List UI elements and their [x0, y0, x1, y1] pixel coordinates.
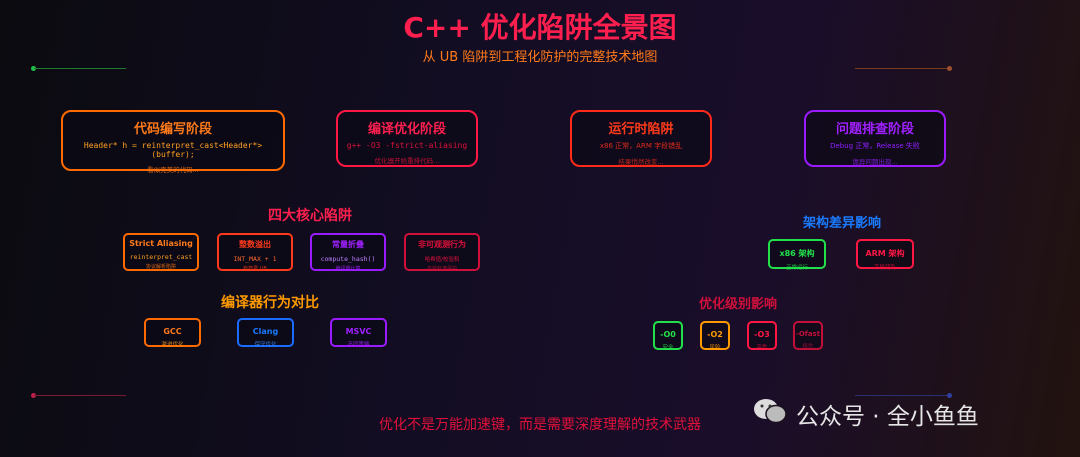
stage-title: 运行时陷阱	[608, 122, 674, 137]
trap-note: 编译期计算	[335, 266, 361, 272]
stage-title: 代码编写阶段	[133, 122, 212, 137]
compiler-title: GCC	[163, 327, 182, 336]
traps-title: 四大核心陷阱	[268, 208, 352, 224]
arch-note: 正常运行	[785, 265, 808, 271]
stage-code: x86 正常，ARM 字段错乱	[599, 142, 683, 150]
opt-note: 风险	[709, 345, 721, 351]
trap-note: 不受标准保护	[426, 266, 457, 272]
arch-title-label: ARM 架构	[865, 249, 905, 258]
trap-code: reinterpret_cast	[129, 253, 193, 261]
opt-note: 安全	[662, 345, 674, 351]
stage-code: Header* h = reinterpret_cast<Header*>(bu…	[83, 141, 263, 159]
compiler-title: MSVC	[345, 327, 372, 336]
trap-code: compute_hash()	[320, 255, 376, 263]
trap-title: Strict Aliasing	[129, 239, 193, 248]
compiler-note: 保守优化	[254, 342, 277, 348]
trap-note: 有符号 UB	[243, 266, 267, 272]
arch-note: 字段错乱	[873, 265, 896, 271]
stage-title: 编译优化阶段	[367, 122, 446, 137]
decor-dot	[31, 66, 36, 71]
decor-line	[34, 68, 126, 69]
opt-card: -O2 风险	[700, 321, 730, 351]
opt-level: -Ofast	[795, 330, 821, 338]
arch-card-x86: x86 架构正常运行	[768, 239, 826, 271]
trap-card: Strict Aliasing reinterpret_cast 协议解析陷阱	[123, 233, 199, 271]
opt-note: 极危	[802, 344, 814, 350]
opt-level: -O3	[754, 330, 770, 339]
trap-card: 整数溢出 INT_MAX + 1 有符号 UB	[217, 233, 293, 272]
stage-code: Debug 正常，Release 失败	[830, 142, 920, 150]
opt-card: -O0 安全	[653, 321, 683, 351]
stage-card-code-writing: 代码编写阶段 Header* h = reinterpret_cast<Head…	[61, 110, 285, 174]
decor-line	[855, 68, 947, 69]
compiler-title: Clang	[252, 327, 279, 336]
opt-card: -O3 高危	[747, 321, 777, 351]
trap-code: 哈希值/校验和	[424, 257, 460, 263]
stage-note: 诡异问题出现...	[852, 158, 898, 166]
stage-note: 结果悄然改变...	[618, 158, 664, 166]
compiler-card-clang: Clang 保守优化	[237, 318, 294, 348]
stage-card-runtime: 运行时陷阱 x86 正常，ARM 字段错乱 结果悄然改变...	[570, 110, 712, 167]
wechat-icon	[752, 396, 788, 426]
decor-line	[34, 395, 126, 396]
trap-code: INT_MAX + 1	[233, 255, 277, 263]
compiler-note: 不同策略	[347, 342, 370, 348]
stage-card-debug: 问题排查阶段 Debug 正常，Release 失败 诡异问题出现...	[804, 110, 946, 167]
compiler-card-gcc: GCC 激进优化	[144, 318, 201, 348]
opt-level: -O2	[707, 330, 723, 339]
compiler-card-msvc: MSVC 不同策略	[330, 318, 387, 348]
compiler-note: 激进优化	[161, 342, 184, 348]
trap-title: 非可观测行为	[418, 240, 466, 249]
decor-dot	[31, 393, 36, 398]
trap-card: 非可观测行为哈希值/校验和不受标准保护	[404, 233, 480, 272]
opt-level: -O0	[660, 330, 676, 339]
stage-note: 优化器开始重排代码...	[374, 157, 440, 165]
opt-card: -Ofast 极危	[793, 321, 823, 350]
stage-title: 问题排查阶段	[835, 122, 914, 137]
compilers-title: 编译器行为对比	[221, 295, 319, 311]
decor-line	[855, 395, 947, 396]
arch-title-label: x86 架构	[779, 249, 815, 258]
decor-dot	[947, 393, 952, 398]
opt-note: 高危	[756, 345, 768, 351]
footer-slogan: 优化不是万能加速键，而是需要深度理解的技术武器	[379, 417, 701, 433]
opt-title: 优化级别影响	[698, 297, 777, 312]
trap-card: 常量折叠 compute_hash() 编译期计算	[310, 233, 386, 272]
stage-note: 看似完美的代码...	[147, 166, 199, 174]
watermark: 公众号 · 全小鱼鱼	[796, 404, 979, 430]
trap-title: 整数溢出	[239, 240, 271, 249]
page-subtitle: 从 UB 陷阱到工程化防护的完整技术地图	[422, 50, 658, 65]
stage-code: g++ -O3 -fstrict-aliasing	[346, 141, 468, 150]
arch-title: 架构差异影响	[802, 216, 881, 231]
stage-card-compile: 编译优化阶段 g++ -O3 -fstrict-aliasing 优化器开始重排…	[336, 110, 478, 167]
arch-card-arm: ARM 架构字段错乱	[856, 239, 914, 271]
trap-note: 协议解析陷阱	[145, 264, 176, 270]
page-title: C++ 优化陷阱全景图	[403, 11, 677, 44]
trap-title: 常量折叠	[332, 240, 364, 249]
decor-dot	[947, 66, 952, 71]
